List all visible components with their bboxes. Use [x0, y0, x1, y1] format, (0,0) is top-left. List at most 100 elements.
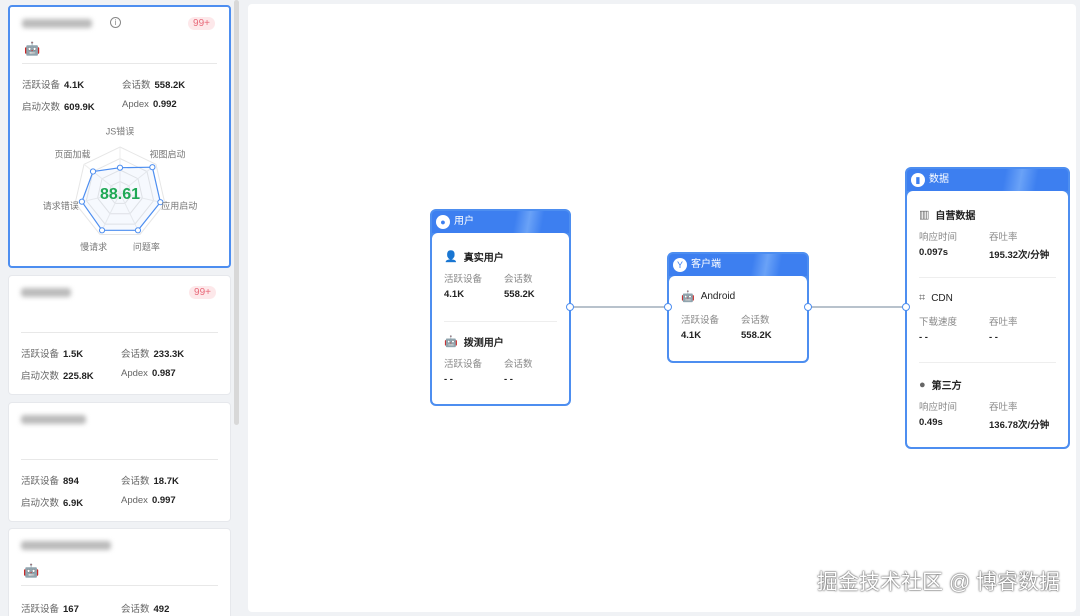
metric-label: 会话数	[741, 315, 770, 326]
radar-axis-label: JS错误	[106, 126, 135, 137]
person-icon: 👤	[444, 251, 458, 263]
stat-label: 启动次数	[21, 371, 60, 382]
radar-point	[149, 164, 156, 171]
metric-value: 558.2K	[741, 330, 772, 341]
alert-badge: 99+	[189, 286, 216, 299]
metric-label: 会话数	[504, 359, 533, 370]
radar-point	[134, 227, 142, 234]
metric-value: - -	[444, 374, 453, 385]
health-score: 88.61	[100, 186, 140, 203]
node-title: 用户	[454, 216, 474, 227]
section-title: 真实用户	[463, 253, 504, 264]
metric-label: 响应时间	[919, 402, 958, 413]
metric-label: 吞吐率	[989, 232, 1018, 243]
radar-axis-label: 页面加载	[55, 149, 91, 160]
third-party-icon: ●	[919, 378, 926, 391]
metric-label: 活跃设备	[444, 274, 483, 285]
radar-grid	[74, 146, 166, 235]
watermark: 掘金技术社区 @ 博睿数据	[817, 571, 1060, 594]
radar-point	[78, 198, 85, 205]
port-handle[interactable]	[902, 303, 910, 311]
metric-label: 吞吐率	[989, 402, 1018, 413]
radar-axis-label: 应用启动	[161, 200, 197, 211]
section-title: 第三方	[931, 381, 962, 392]
metric-label: 下载速度	[919, 317, 958, 328]
building-icon: ▥	[919, 209, 930, 221]
section-title: 自营数据	[935, 211, 976, 222]
stat-label: 会话数	[121, 476, 150, 487]
radar-area	[81, 166, 162, 231]
stat-value: 4.1K	[64, 80, 85, 91]
stat-value: 0.992	[152, 99, 177, 110]
section-title: CDN	[931, 293, 953, 304]
metric-label: 活跃设备	[444, 359, 483, 370]
edge-user-client	[570, 306, 668, 308]
metric-label: 吞吐率	[989, 317, 1018, 328]
stat-label: 启动次数	[22, 102, 61, 113]
metric-value: 0.49s	[919, 417, 943, 428]
stat-label: 会话数	[121, 349, 150, 360]
stat-value: 492	[153, 604, 170, 615]
alert-badge: 99+	[188, 17, 215, 30]
user-icon: ●	[436, 215, 450, 229]
section-title: 拨测用户	[463, 338, 504, 349]
robot-icon: 🤖	[444, 336, 458, 348]
stat-label: 会话数	[122, 80, 151, 91]
radar-axis-label: 问题率	[133, 241, 160, 252]
stat-label: 启动次数	[21, 498, 60, 509]
radar-axis-label: 请求错误	[43, 200, 79, 211]
metric-value: 195.32次/分钟	[989, 250, 1050, 261]
metric-value: - -	[919, 332, 928, 343]
sidebar-scrollbar[interactable]	[234, 0, 239, 425]
section-title: Android	[700, 291, 736, 302]
stat-label: Apdex	[122, 99, 149, 110]
metric-value: 558.2K	[504, 289, 535, 300]
info-icon[interactable]: i	[110, 17, 121, 28]
metric-value: 136.78次/分钟	[989, 420, 1050, 431]
stat-value: 0.997	[151, 495, 176, 506]
port-handle[interactable]	[566, 303, 574, 311]
stat-value: 558.2K	[154, 80, 186, 91]
client-icon: Y	[673, 258, 687, 272]
node-title: 客户端	[691, 259, 721, 270]
metric-value: 4.1K	[681, 330, 702, 341]
stat-value: 18.7K	[153, 476, 179, 487]
port-handle[interactable]	[804, 303, 812, 311]
radar-point	[116, 164, 124, 171]
edge-client-data	[808, 306, 906, 308]
stat-value: 1.5K	[63, 349, 84, 360]
radar-axis-label: 视图启动	[149, 149, 185, 160]
cdn-icon: ⌗	[919, 292, 926, 304]
radar-grid	[97, 169, 143, 215]
radar-spoke	[83, 163, 121, 194]
stat-label: 会话数	[121, 604, 150, 615]
port-handle[interactable]	[664, 303, 672, 311]
stat-label: Apdex	[121, 495, 148, 506]
stat-value: 233.3K	[153, 349, 185, 360]
stat-value: 167	[63, 604, 79, 615]
stat-label: 活跃设备	[21, 349, 60, 360]
radar-point	[157, 199, 164, 206]
stat-value: 609.9K	[64, 102, 95, 113]
stat-label: 活跃设备	[22, 80, 61, 91]
metric-value: - -	[989, 332, 998, 343]
metric-label: 会话数	[504, 274, 533, 285]
app-name-blurred	[22, 19, 92, 28]
stat-value: 894	[63, 476, 79, 487]
stat-label: 活跃设备	[21, 476, 60, 487]
stat-value: 6.9K	[63, 498, 84, 509]
radar-grid	[108, 180, 132, 204]
metric-label: 活跃设备	[681, 315, 720, 326]
android-icon: 🤖	[23, 563, 40, 578]
stat-label: Apdex	[121, 368, 148, 379]
metric-value: 0.097s	[919, 247, 949, 258]
radar-axis-label: 慢请求	[80, 241, 107, 252]
